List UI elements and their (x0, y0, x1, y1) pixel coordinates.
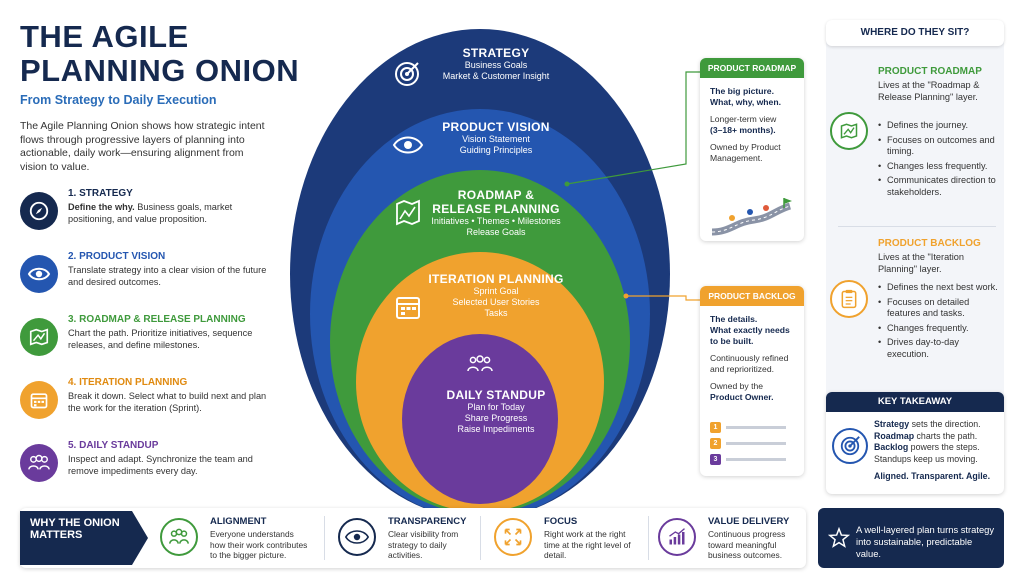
backlog-item: 2 (710, 438, 794, 449)
backlog-item: 1 (710, 422, 794, 433)
where-panel-header: WHERE DO THEY SIT? (826, 20, 1004, 46)
layer-description: Define the why. Business goals, market p… (68, 202, 233, 224)
layer-description: Translate strategy into a clear vision o… (68, 265, 267, 287)
backlog-bullets: Defines the next best work. Focuses on d… (878, 282, 1002, 363)
target-icon (395, 62, 419, 86)
where-backlog: PRODUCT BACKLOG Lives at the "Iteration … (830, 236, 1004, 386)
ring-label-strategy: STRATEGY Business Goals Market & Custome… (442, 46, 550, 81)
map-icon (830, 112, 868, 150)
map-icon (396, 199, 420, 226)
benefit-value-delivery: VALUE DELIVERY Continuous progress towar… (658, 514, 806, 562)
closing-box: A well-layered plan turns strategy into … (818, 508, 1004, 568)
growth-chart-icon (658, 518, 696, 556)
target-icon (832, 428, 868, 464)
star-icon (828, 527, 850, 548)
ring-standup (402, 334, 558, 504)
layer-title: 4. ITERATION PLANNING (68, 377, 188, 388)
benefit-alignment: ALIGNMENT Everyone understands how their… (160, 514, 320, 562)
layer-item-vision: 2. PRODUCT VISION Translate strategy int… (20, 249, 267, 312)
layer-item-roadmap: 3. ROADMAP & RELEASE PLANNING Chart the … (20, 312, 265, 375)
road-illustration-icon (711, 198, 792, 236)
team-icon (20, 444, 58, 482)
layer-item-strategy: 1. STRATEGY Define the why. Business goa… (20, 186, 265, 249)
map-icon (20, 318, 58, 356)
why-bar: WHY THE ONION MATTERS ALIGNMENT Everyone… (20, 508, 806, 568)
backlog-item: 3 (710, 454, 794, 465)
onion-rings (290, 29, 670, 519)
layer-item-standup: 5. DAILY STANDUP Inspect and adapt. Sync… (20, 438, 265, 501)
why-label: WHY THE ONION MATTERS (30, 517, 120, 541)
where-roadmap: PRODUCT ROADMAP Lives at the "Roadmap & … (830, 64, 1004, 234)
focus-arrows-icon (494, 518, 532, 556)
callout-header: PRODUCT BACKLOG (700, 286, 804, 306)
roadmap-bullets: Defines the journey. Focuses on outcomes… (878, 120, 1002, 201)
layer-title: 3. ROADMAP & RELEASE PLANNING (68, 314, 246, 325)
takeaway-header: KEY TAKEAWAY (826, 392, 1004, 412)
layer-item-iteration: 4. ITERATION PLANNING Break it down. Sel… (20, 375, 267, 438)
layer-title: 5. DAILY STANDUP (68, 440, 159, 451)
benefit-transparency: TRANSPARENCY Clear visibility from strat… (338, 514, 488, 562)
roadmap-callout: PRODUCT ROADMAP The big picture.What, wh… (700, 58, 804, 241)
why-banner (20, 511, 148, 565)
backlog-list: 1 2 3 (710, 422, 794, 465)
layer-list: 1. STRATEGY Define the why. Business goa… (20, 186, 267, 501)
layer-description: Break it down. Select what to build next… (68, 391, 267, 413)
eye-icon (20, 255, 58, 293)
intro-text: The Agile Planning Onion shows how strat… (20, 120, 265, 173)
layer-description: Chart the path. Prioritize initiatives, … (68, 328, 253, 350)
page-subtitle: From Strategy to Daily Execution (20, 93, 217, 107)
takeaway-text: Strategy sets the direction. Roadmap cha… (874, 419, 991, 481)
calendar-icon (20, 381, 58, 419)
compass-icon (20, 192, 58, 230)
eye-icon (338, 518, 376, 556)
people-icon (160, 518, 198, 556)
onion-diagram: STRATEGY Business Goals Market & Custome… (283, 24, 673, 524)
closing-text: A well-layered plan turns strategy into … (856, 524, 995, 559)
layer-description: Inspect and adapt. Synchronize the team … (68, 454, 253, 476)
backlog-callout: PRODUCT BACKLOG The details.What exactly… (700, 286, 804, 476)
benefit-focus: FOCUS Right work at the right time at th… (494, 514, 644, 562)
layer-title: 1. STRATEGY (68, 188, 133, 199)
team-icon (467, 355, 493, 372)
clipboard-icon (830, 280, 868, 318)
calendar-icon (396, 297, 420, 319)
ring-label-standup: DAILY STANDUP Plan for Today Share Progr… (446, 388, 546, 434)
page-title: THE AGILE PLANNING ONION (20, 19, 300, 88)
eye-icon (392, 136, 424, 154)
callout-header: PRODUCT ROADMAP (700, 58, 804, 78)
key-takeaway: KEY TAKEAWAY Strategy sets the direction… (826, 392, 1004, 494)
ring-label-iteration: ITERATION PLANNING Sprint Goal Selected … (428, 272, 564, 318)
ring-label-roadmap: ROADMAP & RELEASE PLANNING Initiatives •… (431, 188, 561, 237)
ring-label-vision: PRODUCT VISION Vision Statement Guiding … (442, 120, 550, 155)
layer-title: 2. PRODUCT VISION (68, 251, 166, 262)
